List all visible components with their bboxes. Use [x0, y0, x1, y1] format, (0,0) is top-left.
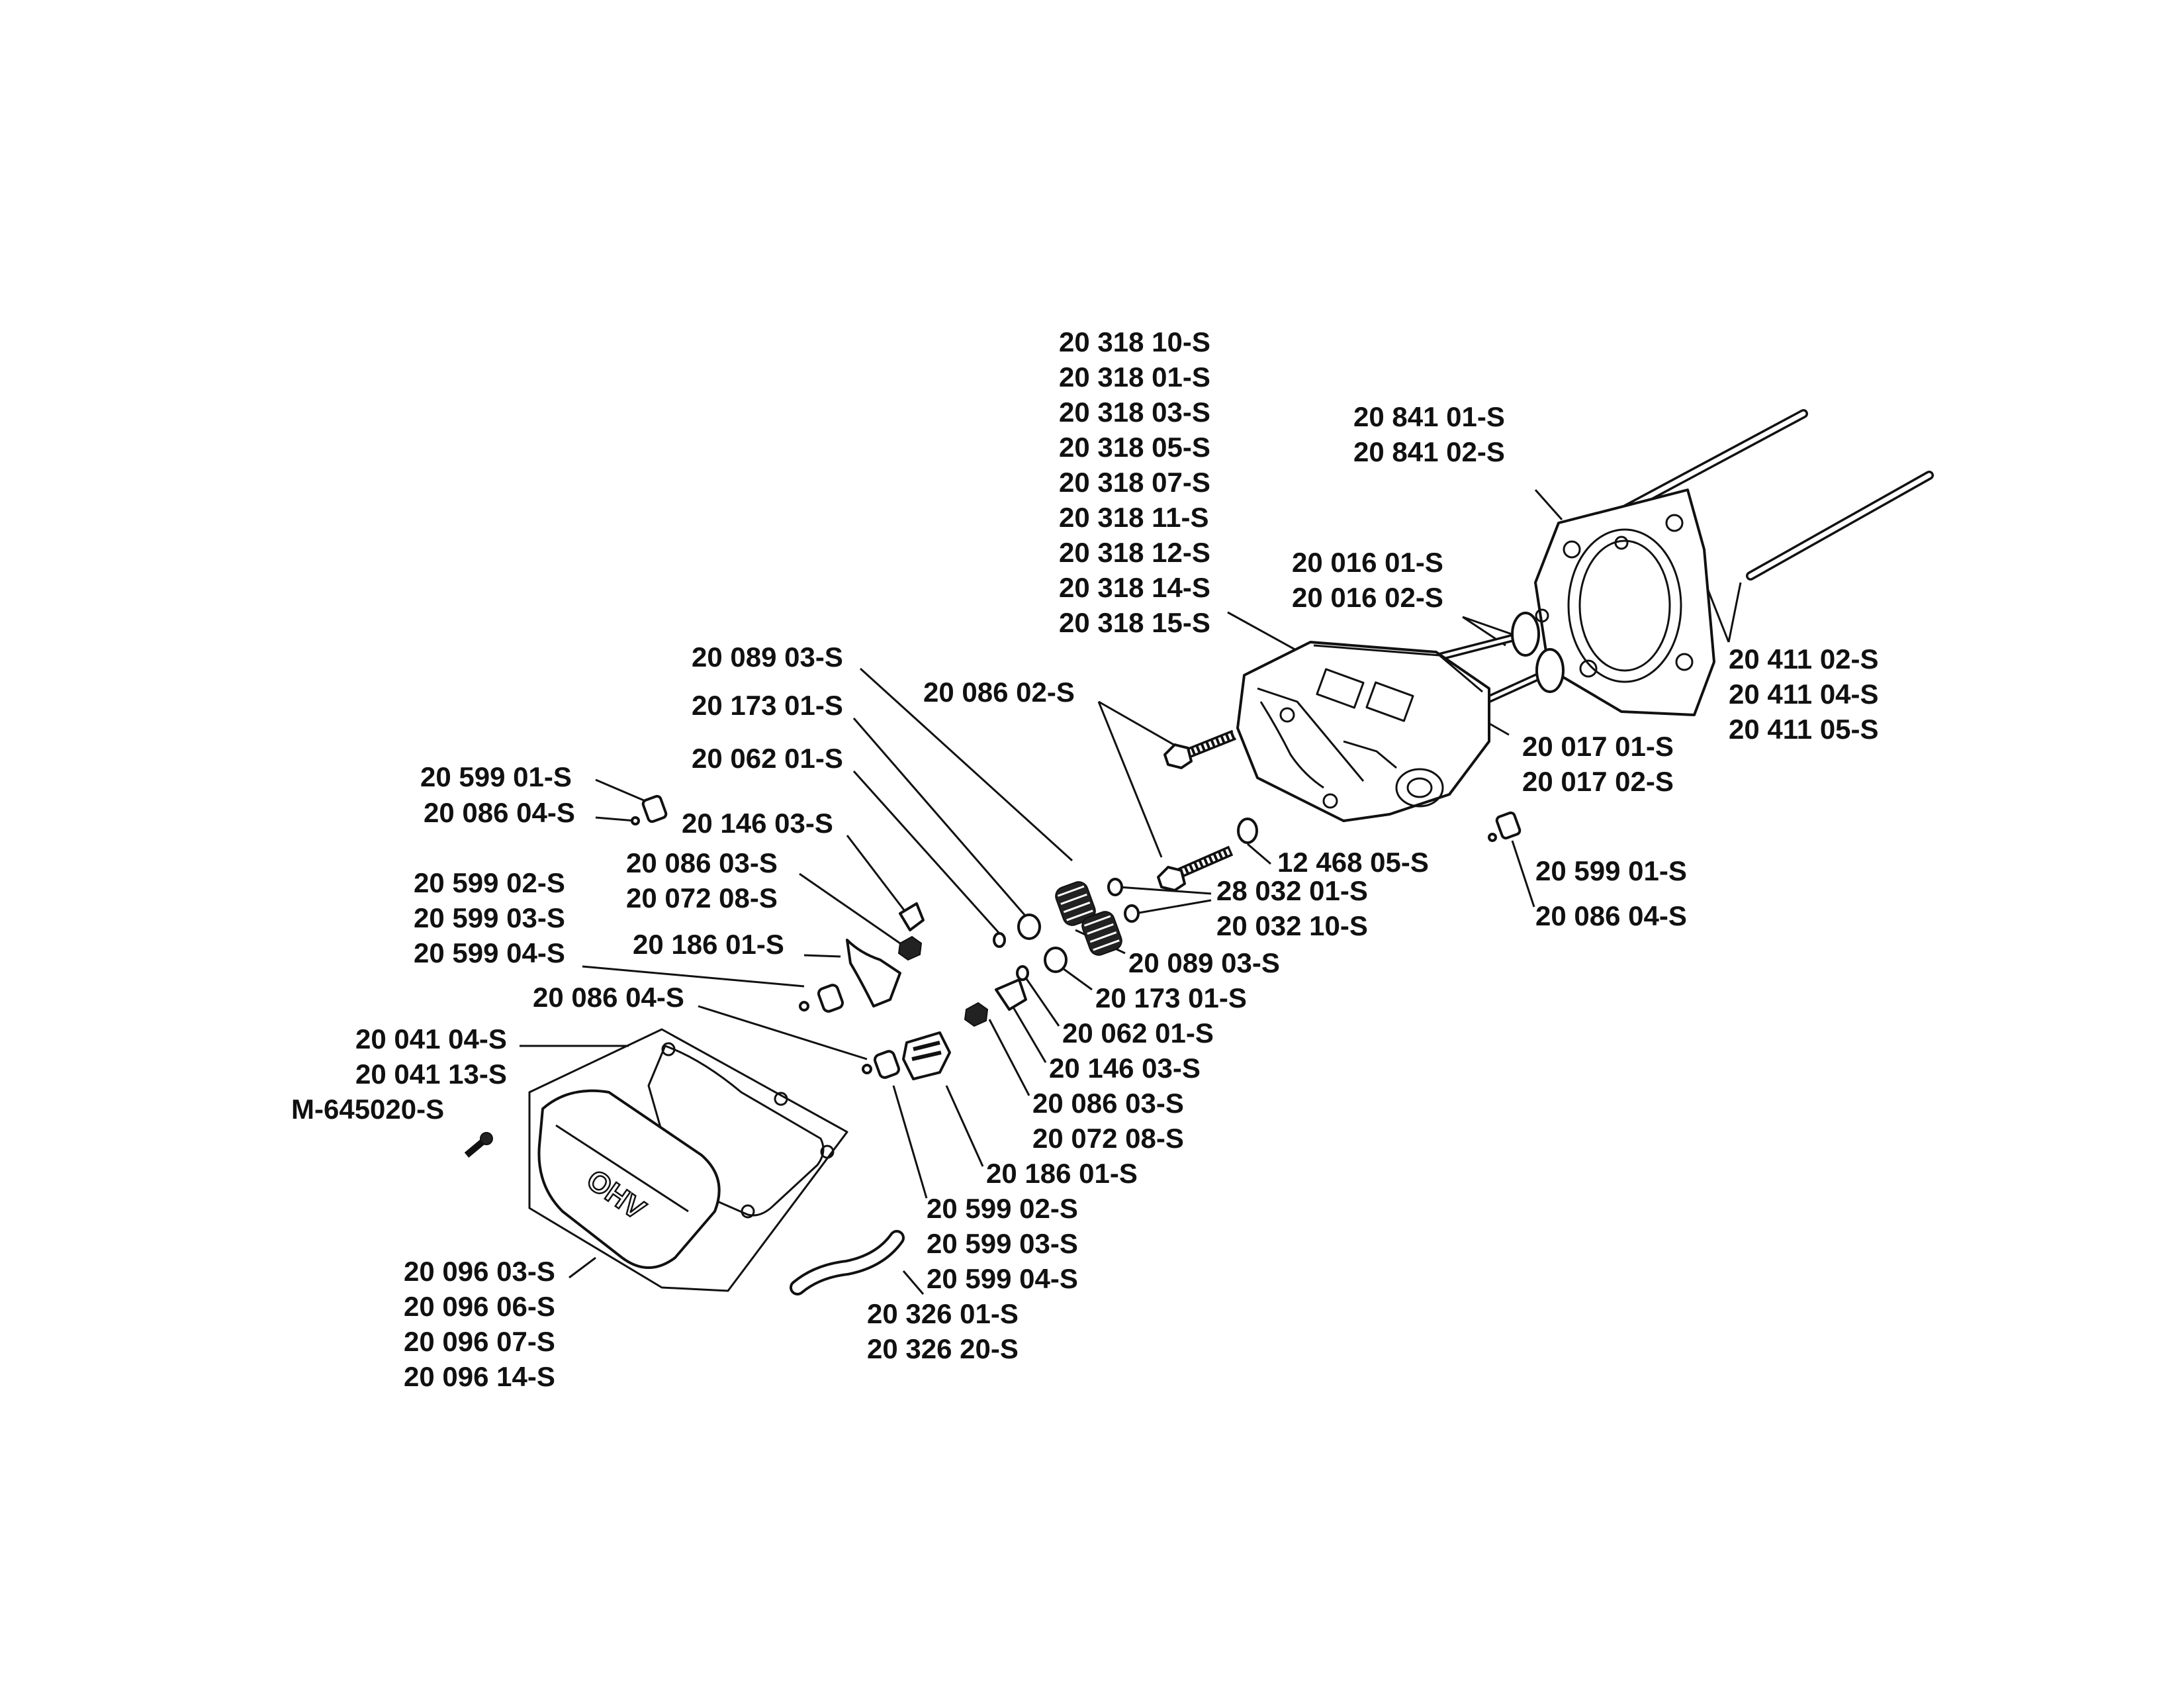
- head-bolt-upper: [1163, 729, 1236, 769]
- label-retainer-top: 20 173 01-S: [692, 690, 843, 721]
- label-adjust-right-1: 20 086 03-S: [1032, 1088, 1184, 1119]
- label-adjust-left-1: 20 086 03-S: [626, 847, 778, 878]
- label-head-1: 20 318 10-S: [1059, 326, 1210, 357]
- label-exhaust-valve-1: 20 017 01-S: [1522, 731, 1674, 762]
- keeper-lower: [1016, 965, 1029, 981]
- valve-spring-lower: [1081, 911, 1122, 956]
- adjust-nut-right: [964, 1002, 989, 1027]
- pivot-right: [874, 1050, 900, 1079]
- label-head-2: 20 318 01-S: [1059, 361, 1210, 393]
- adjust-nut-left: [897, 935, 923, 961]
- label-hose-1: 20 326 01-S: [867, 1298, 1019, 1329]
- label-pivot-right-2: 20 599 03-S: [927, 1228, 1078, 1259]
- label-pushrod-3: 20 411 05-S: [1729, 714, 1879, 745]
- label-spring-bottom: 20 089 03-S: [1128, 947, 1280, 978]
- label-pushrod-2: 20 411 04-S: [1729, 679, 1879, 710]
- label-intake-valve-2: 20 016 02-S: [1292, 582, 1443, 613]
- label-adjust-right-2: 20 072 08-S: [1032, 1123, 1184, 1154]
- cover-screw: [464, 1132, 493, 1158]
- nut-right: [862, 1064, 872, 1074]
- label-breather-right-1: 20 599 01-S: [1535, 855, 1687, 886]
- label-head-5: 20 318 07-S: [1059, 467, 1210, 498]
- label-adjust-left-2: 20 072 08-S: [626, 882, 778, 914]
- label-pivot-right-1: 20 599 02-S: [927, 1193, 1078, 1224]
- label-pivot-left-2: 20 599 03-S: [414, 902, 565, 933]
- head-bolt-lower: [1157, 845, 1234, 892]
- label-rocker-stud-right: 20 146 03-S: [1049, 1053, 1201, 1084]
- label-cover-gasket-1: 20 041 04-S: [355, 1023, 507, 1055]
- label-head-3: 20 318 03-S: [1059, 397, 1210, 428]
- label-valve-cover-1: 20 096 03-S: [404, 1256, 555, 1287]
- nut-left: [799, 1001, 809, 1011]
- label-group-cylinder-head: 20 318 10-S 20 318 01-S 20 318 03-S 20 3…: [1059, 326, 1210, 638]
- washer: [1237, 818, 1258, 844]
- pivot-left: [817, 984, 844, 1013]
- rocker-arm-left: [846, 939, 901, 1008]
- valve-cover: OHV: [537, 1089, 721, 1269]
- label-screw: M-645020-S: [291, 1094, 444, 1125]
- label-washer: 12 468 05-S: [1277, 847, 1429, 878]
- valve-seal-lower: [1124, 904, 1140, 923]
- label-rocker-stud-left: 20 146 03-S: [682, 808, 833, 839]
- label-valve-cover-3: 20 096 07-S: [404, 1326, 555, 1357]
- label-head-6: 20 318 11-S: [1059, 502, 1209, 533]
- label-head-8: 20 318 14-S: [1059, 572, 1210, 603]
- label-head-7: 20 318 12-S: [1059, 537, 1210, 568]
- cylinder-head: [1236, 641, 1490, 822]
- label-head-bolt: 20 086 02-S: [923, 677, 1075, 708]
- label-valve-cover-2: 20 096 06-S: [404, 1291, 555, 1322]
- label-valve-cover-4: 20 096 14-S: [404, 1361, 555, 1392]
- label-pivot-left-3: 20 599 04-S: [414, 937, 565, 968]
- label-keeper-top: 20 062 01-S: [692, 743, 843, 774]
- label-rocker-arm-left: 20 186 01-S: [633, 929, 784, 960]
- label-breather-left-1: 20 599 01-S: [420, 761, 572, 792]
- retainer-lower: [1044, 947, 1068, 973]
- label-retainer-bottom: 20 173 01-S: [1095, 982, 1247, 1013]
- label-pushrod-1: 20 411 02-S: [1729, 643, 1879, 675]
- retainer-upper: [1017, 914, 1041, 940]
- label-pivot-left-1: 20 599 02-S: [414, 867, 565, 898]
- valve-seal-upper: [1107, 878, 1123, 896]
- label-pivot-right-3: 20 599 04-S: [927, 1263, 1078, 1294]
- rocker-stud-right: [995, 978, 1027, 1011]
- label-keeper-bottom: 20 062 01-S: [1062, 1017, 1214, 1049]
- label-intake-valve-1: 20 016 01-S: [1292, 547, 1443, 578]
- label-breather-right-2: 20 086 04-S: [1535, 900, 1687, 931]
- label-head-9: 20 318 15-S: [1059, 607, 1210, 638]
- label-head-4: 20 318 05-S: [1059, 432, 1210, 463]
- leader-lines: [520, 489, 1742, 1295]
- label-exhaust-valve-2: 20 017 02-S: [1522, 766, 1674, 797]
- label-seal-a: 28 032 01-S: [1216, 875, 1368, 906]
- label-cover-gasket-2: 20 041 13-S: [355, 1058, 507, 1090]
- label-rocker-arm-right: 20 186 01-S: [986, 1158, 1138, 1189]
- label-hose-2: 20 326 20-S: [867, 1333, 1019, 1364]
- label-spring-top: 20 089 03-S: [692, 641, 843, 673]
- label-seal-b: 20 032 10-S: [1216, 910, 1368, 941]
- rocker-arm-right: [902, 1031, 951, 1080]
- label-nut-left: 20 086 04-S: [533, 982, 684, 1013]
- keeper-upper: [993, 932, 1006, 948]
- pushrods: [1614, 409, 1934, 581]
- head-gasket: [1534, 489, 1715, 716]
- breather-right: [1488, 811, 1522, 842]
- label-breather-left-2: 20 086 04-S: [424, 797, 575, 828]
- label-gasket-2: 20 841 02-S: [1353, 436, 1505, 467]
- breather-left: [631, 794, 668, 825]
- label-gasket-1: 20 841 01-S: [1353, 401, 1505, 432]
- breather-hose: [790, 1230, 905, 1295]
- rocker-stud-left: [899, 902, 925, 931]
